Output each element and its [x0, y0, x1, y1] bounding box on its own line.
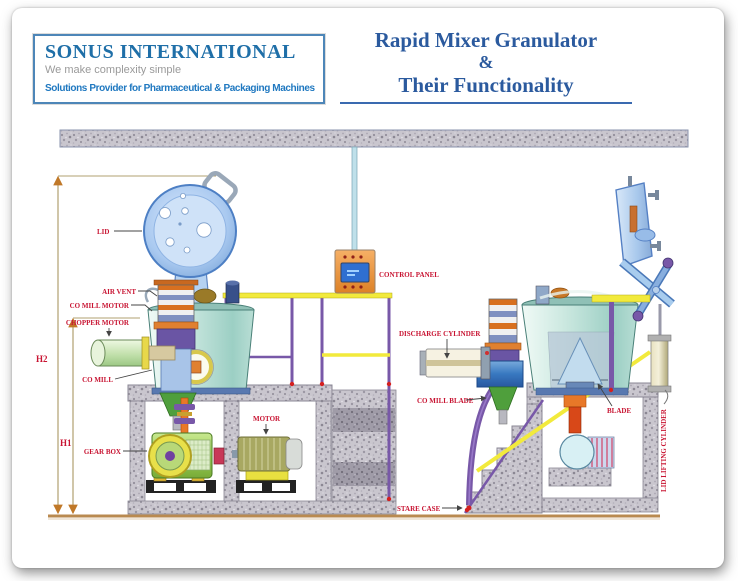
- title-underline: [340, 102, 632, 104]
- label-chopper-motor: CHOPPER MOTOR: [66, 319, 130, 327]
- label-control-panel: CONTROL PANEL: [379, 271, 439, 279]
- discharge-cylinder: [419, 346, 491, 380]
- panel-screen: [340, 262, 370, 283]
- label-discharge-cylinder: DISCHARGE CYLINDER: [399, 330, 481, 338]
- logo-company-name: SONUS INTERNATIONAL: [45, 41, 296, 63]
- right-co-mill-motor: [488, 298, 518, 344]
- logo-tagline: We make complexity simple: [45, 64, 182, 76]
- dimension-h1: H1: [60, 317, 140, 515]
- logo-box: SONUS INTERNATIONAL We make complexity s…: [33, 34, 325, 104]
- right-machine: [419, 176, 675, 514]
- label-co-mill-blade: CO MILL BLADE: [417, 397, 474, 405]
- label-gear-box: GEAR BOX: [84, 448, 121, 456]
- label-air-vent: AIR VENT: [102, 288, 136, 296]
- diagram-labels: LID AIR VENT CO MILL MOTOR CHOPPER MOTOR…: [66, 228, 668, 513]
- label-stare-case: STARE CASE: [397, 505, 441, 513]
- left-machine: [90, 171, 397, 515]
- left-motor: [232, 436, 303, 493]
- logo-subtitle: Solutions Provider for Pharmaceutical & …: [45, 83, 315, 94]
- right-bowl: [521, 285, 639, 396]
- page-title: Rapid Mixer Granulator & Their Functiona…: [340, 28, 632, 104]
- label-blade: BLADE: [607, 407, 631, 415]
- title-line2: &: [478, 52, 494, 72]
- label-lid-lifting-cylinder: LID LIFTING CYLINDER: [660, 408, 668, 492]
- label-lid: LID: [97, 228, 109, 236]
- page-frame: SONUS INTERNATIONAL We make complexity s…: [12, 8, 724, 568]
- title-line3: Their Functionality: [398, 73, 574, 97]
- left-lid: [143, 171, 238, 313]
- chopper-motor: [90, 336, 176, 370]
- ceiling-beam: [59, 129, 689, 148]
- panel-pole: [351, 146, 358, 252]
- right-stairs: [463, 399, 545, 514]
- label-h1: H1: [60, 438, 72, 448]
- right-under-motor: [559, 394, 615, 470]
- left-platform: [127, 384, 397, 515]
- lid-arm-linkage: [619, 257, 675, 322]
- label-co-mill: CO MILL: [82, 376, 113, 384]
- control-panel: [334, 146, 376, 294]
- floor-line: [48, 514, 660, 520]
- lid-lifting-cylinder: [647, 304, 672, 405]
- co-mill-motor-body: [157, 284, 195, 323]
- lid-holes: [159, 192, 212, 254]
- co-mill-blade-funnel: [488, 386, 518, 411]
- label-co-mill-motor: CO MILL MOTOR: [70, 302, 130, 310]
- machine-diagram: H2 H1: [36, 129, 689, 520]
- gear-box: [146, 432, 225, 493]
- title-line1: Rapid Mixer Granulator: [374, 28, 598, 52]
- dimension-h2: H2: [36, 175, 216, 515]
- drive-coupling: [174, 397, 195, 435]
- label-motor: MOTOR: [253, 415, 281, 423]
- open-lid: [615, 176, 661, 267]
- label-h2: H2: [36, 354, 48, 364]
- left-stairs: [331, 389, 397, 502]
